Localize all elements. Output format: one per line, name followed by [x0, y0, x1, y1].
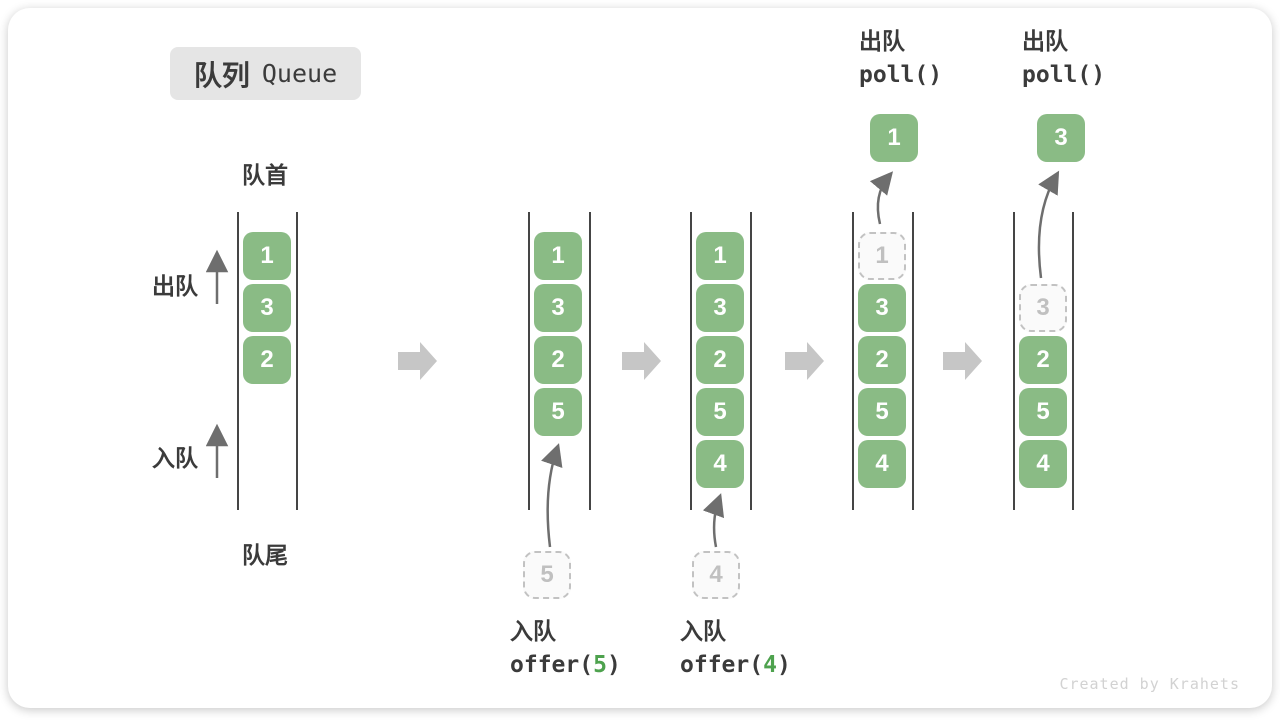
title-cn: 队列 [193, 59, 250, 91]
queue-item: 4 [858, 440, 906, 488]
enqueue-4-arrow-icon [702, 493, 725, 548]
queue-column-walls [237, 212, 1074, 510]
dequeue-op-cn: 出队 [1022, 28, 1068, 54]
queue-item: 2 [1019, 336, 1067, 384]
queue-item: 5 [858, 388, 906, 436]
enqueue-op-cn: 入队 [680, 618, 726, 644]
queue-item: 1 [243, 232, 291, 280]
queue-item: 3 [534, 284, 582, 332]
queue-item: 3 [858, 284, 906, 332]
enqueue-op-code: offer(4) [680, 652, 791, 678]
queue-item: 3 [243, 284, 291, 332]
dequeue-op-code: poll() [1022, 62, 1106, 88]
enqueue-op-cn: 入队 [510, 618, 556, 644]
removed-item-ghost: 1 [858, 232, 906, 280]
queue-item: 5 [1019, 388, 1067, 436]
dequeue-op-label-2: 出队 poll() [1022, 24, 1105, 92]
queue-item: 5 [534, 388, 582, 436]
queue-item: 3 [696, 284, 744, 332]
removed-item-ghost: 3 [1019, 284, 1067, 332]
enqueue-op-label-2: 入队 offer(4) [680, 614, 791, 682]
stage-flow-arrow-icon [785, 342, 824, 380]
enqueue-5-arrow-icon [541, 443, 563, 548]
enqueue-op-label-1: 入队 offer(5) [510, 614, 621, 682]
queue-item: 4 [1019, 440, 1067, 488]
queue-item: 5 [696, 388, 744, 436]
label-queue-rear: 队尾 [242, 542, 288, 568]
label-dequeue-side: 出队 [152, 273, 198, 299]
stage-flow-arrow-icon [398, 342, 437, 380]
queue-item: 1 [534, 232, 582, 280]
label-enqueue-side: 入队 [152, 445, 198, 471]
queue-item: 2 [534, 336, 582, 384]
label-queue-front: 队首 [242, 162, 288, 188]
dequeue-op-cn: 出队 [859, 28, 905, 54]
queue-item: 1 [696, 232, 744, 280]
dequeue-3-arrow-icon [1037, 170, 1060, 279]
watermark: Created by Krahets [1059, 675, 1240, 693]
incoming-item-ghost: 5 [523, 551, 571, 599]
dequeue-1-arrow-icon [869, 171, 894, 225]
queue-item: 2 [696, 336, 744, 384]
dequeue-op-label-1: 出队 poll() [859, 24, 942, 92]
dequeued-item: 3 [1037, 114, 1085, 162]
stage-flow-arrow-icon [622, 342, 661, 380]
dequeued-item: 1 [870, 114, 918, 162]
title-badge: 队列 Queue [170, 47, 361, 100]
title-en: Queue [261, 59, 338, 88]
dequeue-op-code: poll() [859, 62, 943, 88]
enqueue-op-code: offer(5) [510, 652, 621, 678]
stage-flow-arrow-icon [943, 342, 982, 380]
queue-item: 4 [696, 440, 744, 488]
incoming-item-ghost: 4 [692, 551, 740, 599]
queue-item: 2 [243, 336, 291, 384]
queue-item: 2 [858, 336, 906, 384]
